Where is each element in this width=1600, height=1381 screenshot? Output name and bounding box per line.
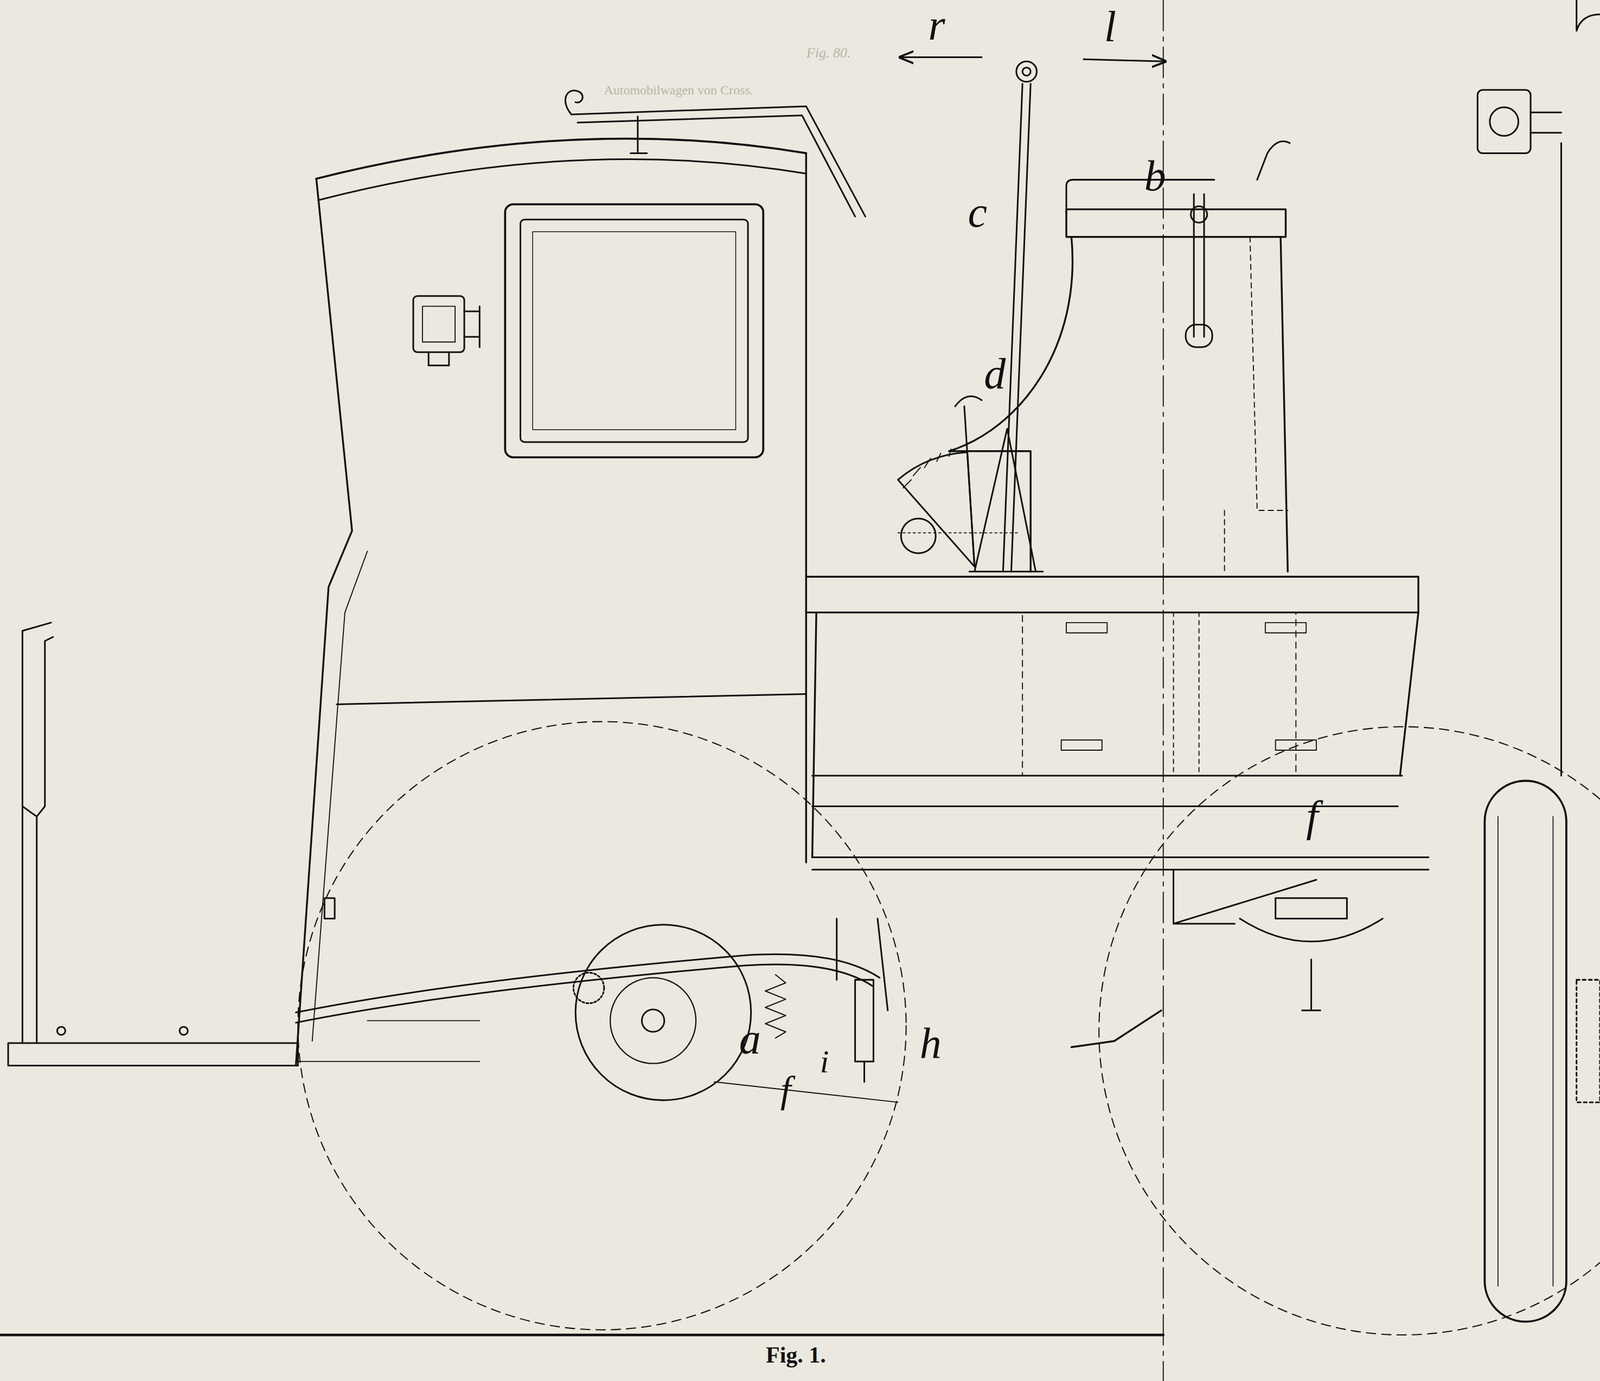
front-spring bbox=[1576, 979, 1600, 1103]
figure-caption: Fig. 1. bbox=[765, 1343, 827, 1367]
housing-side bbox=[296, 178, 352, 1066]
lamp bbox=[1477, 90, 1531, 154]
spring bbox=[765, 974, 786, 1039]
callout-letter: Automobilwagen von Cross. bbox=[603, 83, 753, 97]
brake-rod bbox=[296, 954, 880, 1023]
callout-letter: l bbox=[1104, 4, 1117, 49]
rack bbox=[898, 532, 1021, 534]
lamp-bracket bbox=[428, 306, 480, 366]
brace bbox=[1173, 869, 1317, 924]
boiler-inner bbox=[1224, 237, 1289, 572]
panel-line bbox=[336, 694, 806, 705]
pivot bbox=[1191, 206, 1208, 223]
lamp bbox=[422, 306, 456, 343]
slot bbox=[1275, 739, 1317, 751]
hinge bbox=[324, 898, 335, 919]
hub bbox=[610, 977, 696, 1064]
housing-band bbox=[318, 158, 806, 201]
steering-handle bbox=[1022, 67, 1031, 76]
callout-letter: Fig. 80. bbox=[806, 46, 851, 61]
boiler-outline bbox=[1022, 612, 1296, 776]
pipe bbox=[1173, 612, 1200, 776]
slot bbox=[1061, 739, 1103, 751]
bolt bbox=[179, 1026, 188, 1035]
roof-rail bbox=[571, 106, 866, 217]
front-wheel bbox=[1098, 726, 1600, 1335]
callout-letter: b bbox=[1144, 154, 1167, 198]
direction-arrow bbox=[899, 56, 982, 59]
callout-letter: c bbox=[968, 190, 988, 234]
callout-letter: d bbox=[983, 352, 1006, 396]
boiler-flare bbox=[949, 237, 1073, 572]
direction-arrow bbox=[1083, 59, 1166, 62]
sprocket bbox=[575, 924, 752, 1101]
gear bbox=[900, 518, 936, 554]
boiler-cap bbox=[1066, 209, 1286, 238]
front-tyre bbox=[1498, 816, 1554, 1286]
rail-post bbox=[630, 116, 648, 154]
lever-handle bbox=[1185, 324, 1213, 348]
bearing bbox=[573, 972, 604, 1003]
column-base bbox=[969, 428, 1043, 572]
boiler-side bbox=[1280, 237, 1288, 572]
callout-letter: f bbox=[1306, 794, 1318, 838]
hub bbox=[641, 1009, 664, 1032]
rear-rail bbox=[22, 622, 53, 1043]
front-view bbox=[1561, 0, 1600, 776]
steering-column bbox=[1002, 84, 1031, 572]
brake-lever bbox=[1071, 1010, 1162, 1048]
quadrant-teeth bbox=[903, 449, 951, 488]
housing-top bbox=[316, 138, 806, 179]
axle-block bbox=[1275, 898, 1348, 919]
window bbox=[504, 204, 764, 458]
lever bbox=[955, 396, 982, 567]
lever bbox=[1193, 194, 1205, 337]
callout-letter: h bbox=[919, 1021, 942, 1065]
rear-platform bbox=[8, 1042, 298, 1066]
quadrant bbox=[898, 452, 975, 567]
centre-line bbox=[1162, 0, 1164, 1381]
housing-side bbox=[312, 551, 368, 1041]
bolt bbox=[56, 1026, 66, 1035]
cylinder bbox=[855, 979, 874, 1062]
rod bbox=[836, 918, 888, 1082]
front-axle bbox=[1239, 918, 1383, 1010]
front-tyre bbox=[1484, 781, 1567, 1322]
rod bbox=[714, 1082, 899, 1103]
callout-letter: a bbox=[739, 1016, 761, 1061]
lamp bbox=[413, 296, 465, 352]
callout-letter: f bbox=[780, 1070, 791, 1109]
callout-letter: r bbox=[928, 3, 946, 47]
window bbox=[532, 231, 736, 430]
panel-line bbox=[296, 1020, 480, 1062]
housing-front bbox=[805, 152, 808, 863]
steering-handle bbox=[1016, 61, 1038, 82]
slot bbox=[1066, 622, 1107, 633]
slot bbox=[1265, 622, 1307, 633]
lamp bbox=[1489, 107, 1519, 137]
lamp-bracket bbox=[1530, 112, 1561, 133]
rail-hook bbox=[565, 90, 583, 115]
ground-line bbox=[0, 1333, 1164, 1337]
window bbox=[520, 219, 749, 443]
engine-box bbox=[805, 576, 1419, 857]
frame bbox=[812, 775, 1429, 870]
callout-letter: i bbox=[820, 1045, 830, 1078]
rear-wheel bbox=[297, 721, 906, 1330]
boiler-rail bbox=[1066, 141, 1290, 215]
